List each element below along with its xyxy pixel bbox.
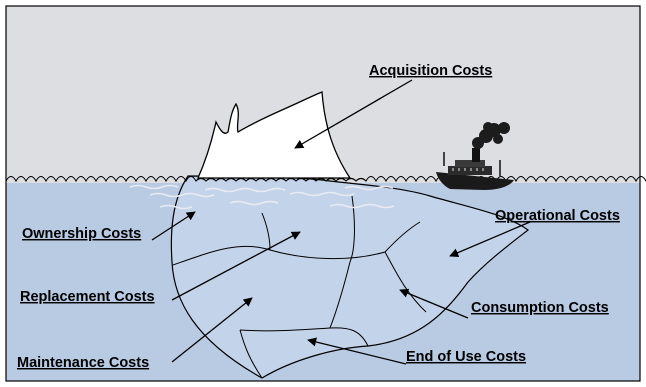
waterline xyxy=(5,175,646,183)
maintenance-arrow xyxy=(171,297,253,363)
iceberg-tip xyxy=(196,91,352,179)
ownership-costs-label: Ownership Costs xyxy=(22,226,141,242)
ownership-arrow xyxy=(151,211,196,241)
maintenance-costs-label: Maintenance Costs xyxy=(17,355,149,371)
frame-border xyxy=(5,5,641,382)
end-of-use-arrow xyxy=(307,337,407,365)
acquisition-arrow xyxy=(294,79,413,149)
label-arrows xyxy=(151,79,531,365)
replacement-costs-label: Replacement Costs xyxy=(20,289,155,305)
operational-arrow xyxy=(449,221,531,257)
end-of-use-costs-label: End of Use Costs xyxy=(406,349,526,365)
consumption-costs-label: Consumption Costs xyxy=(471,300,609,316)
water-ripples xyxy=(129,184,395,210)
operational-costs-label: Operational Costs xyxy=(495,208,620,224)
replacement-arrow xyxy=(171,231,301,301)
acquisition-costs-label: Acquisition Costs xyxy=(369,63,492,79)
consumption-arrow xyxy=(399,288,469,319)
steamship-icon xyxy=(436,148,514,190)
smoke-icon xyxy=(472,122,510,149)
